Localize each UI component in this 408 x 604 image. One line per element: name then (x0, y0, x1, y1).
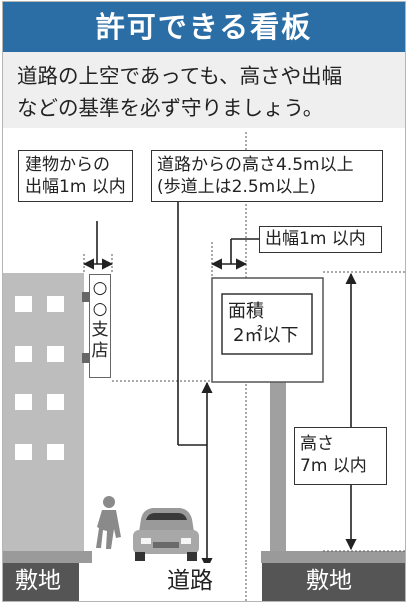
building-windows (15, 296, 64, 460)
vertical-sign-char: 店 (91, 341, 109, 361)
vertical-sign-char: ○ (92, 299, 108, 319)
vertical-shop-sign: ○ ○ 支 店 (89, 274, 111, 378)
vertical-sign-char: ○ (92, 278, 108, 298)
left-curb (3, 551, 92, 563)
pole-protrusion-label: 出幅1m 以内 (259, 226, 382, 253)
ground-left (3, 563, 79, 601)
area-box (221, 293, 313, 355)
car-icon (133, 508, 199, 561)
building (3, 273, 84, 551)
intro-text: 道路の上空であっても、高さや出幅 などの基準を必ず守りましょう。 (3, 52, 405, 128)
pole-base (261, 551, 405, 563)
height-from-road-label: 道路からの高さ4.5m以上 (歩道上は2.5m以上) (151, 150, 383, 202)
page-title: 許可できる看板 (3, 2, 405, 52)
ground-right (262, 563, 405, 601)
ground-road (79, 563, 262, 601)
signboard-diagram (3, 132, 405, 601)
height-limit-label: 高さ 7m 以内 (294, 427, 387, 485)
area-label: 面積 2㎡以下 (228, 301, 299, 346)
sign-bracket (82, 353, 89, 363)
left-site-label: 敷地 (15, 568, 61, 594)
intro-line-2: などの基準を必ず守りましょう。 (17, 96, 324, 120)
intro-line-1: 道路の上空であっても、高さや出幅 (17, 64, 343, 88)
building-protrusion-label: 建物からの 出幅1m 以内 (18, 150, 133, 202)
right-site-label: 敷地 (306, 568, 352, 594)
sign-pole (270, 382, 286, 551)
sign-bracket (82, 292, 89, 302)
pedestrian-icon (96, 496, 121, 549)
dimension-arrows (82, 201, 357, 570)
vertical-sign-char: 支 (91, 320, 109, 340)
road-label: 道路 (167, 568, 213, 594)
